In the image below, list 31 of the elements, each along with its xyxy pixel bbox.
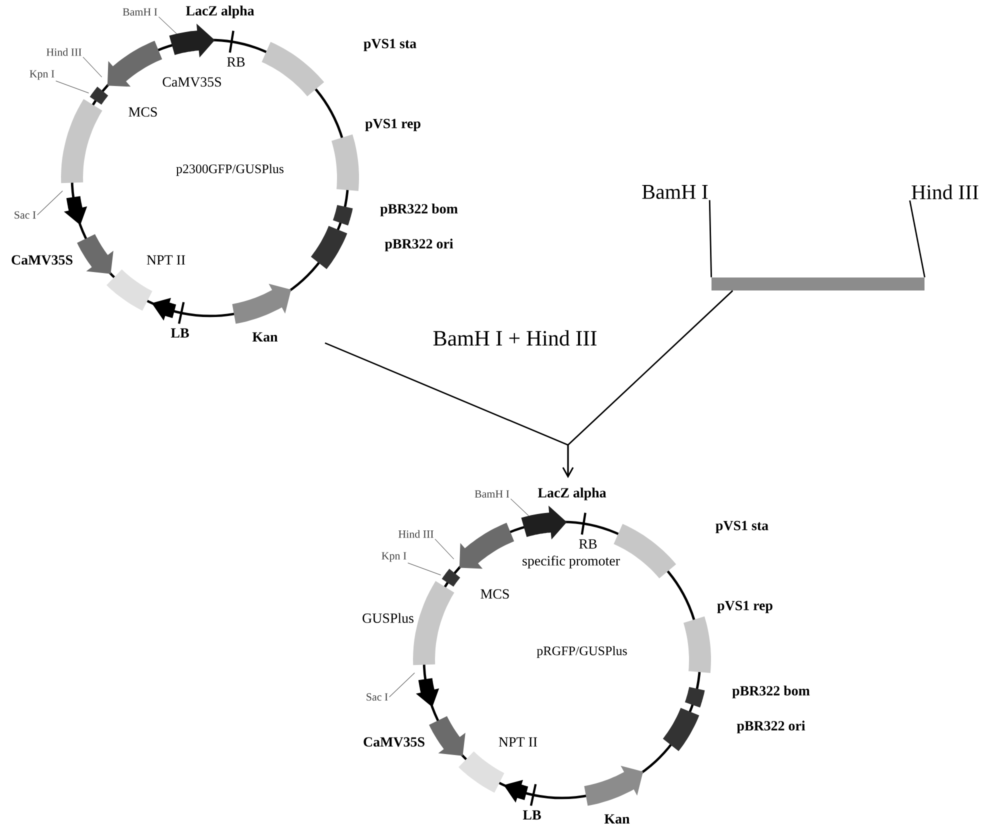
leader-line bbox=[909, 200, 926, 278]
feature-label: LacZ alpha bbox=[538, 488, 606, 500]
site-label: Kpn I bbox=[382, 552, 406, 562]
leader-line bbox=[708, 200, 712, 278]
edge-label: BamH I + Hind III bbox=[432, 329, 598, 347]
feature-label: pBR322 bom bbox=[732, 686, 810, 698]
site-label: Sac I bbox=[14, 211, 36, 219]
feature-label: pVS1 rep bbox=[365, 118, 420, 132]
leader-line bbox=[389, 672, 415, 698]
site-label: BamH I bbox=[642, 185, 708, 199]
leader-line bbox=[158, 16, 177, 34]
feature-label: pVS1 sta bbox=[716, 520, 768, 534]
site-label: BamH I bbox=[122, 8, 158, 16]
leader-line bbox=[37, 190, 63, 216]
feature-label: Kan bbox=[252, 332, 278, 342]
feature-label: pBR322 bom bbox=[380, 204, 458, 216]
feature-label: pVS1 rep bbox=[717, 600, 772, 614]
leader-line bbox=[510, 498, 529, 516]
site-label: Hind III bbox=[912, 184, 978, 200]
feature-label: Kan bbox=[604, 814, 630, 824]
dna-fragment-bar bbox=[712, 277, 924, 290]
feature-label: CaMV35S bbox=[12, 255, 72, 265]
site-label: Kpn I bbox=[30, 70, 54, 80]
site-label: Sac I bbox=[366, 693, 388, 701]
feature-label: LacZ alpha bbox=[186, 6, 254, 18]
feature-label: CaMV35S bbox=[364, 737, 424, 747]
site-label: BamH I bbox=[474, 490, 510, 498]
feature-label: pBR322 ori bbox=[736, 720, 806, 734]
feature-label: pBR322 ori bbox=[384, 238, 454, 252]
feature-label: pVS1 sta bbox=[364, 38, 416, 52]
arrow bbox=[562, 290, 734, 478]
